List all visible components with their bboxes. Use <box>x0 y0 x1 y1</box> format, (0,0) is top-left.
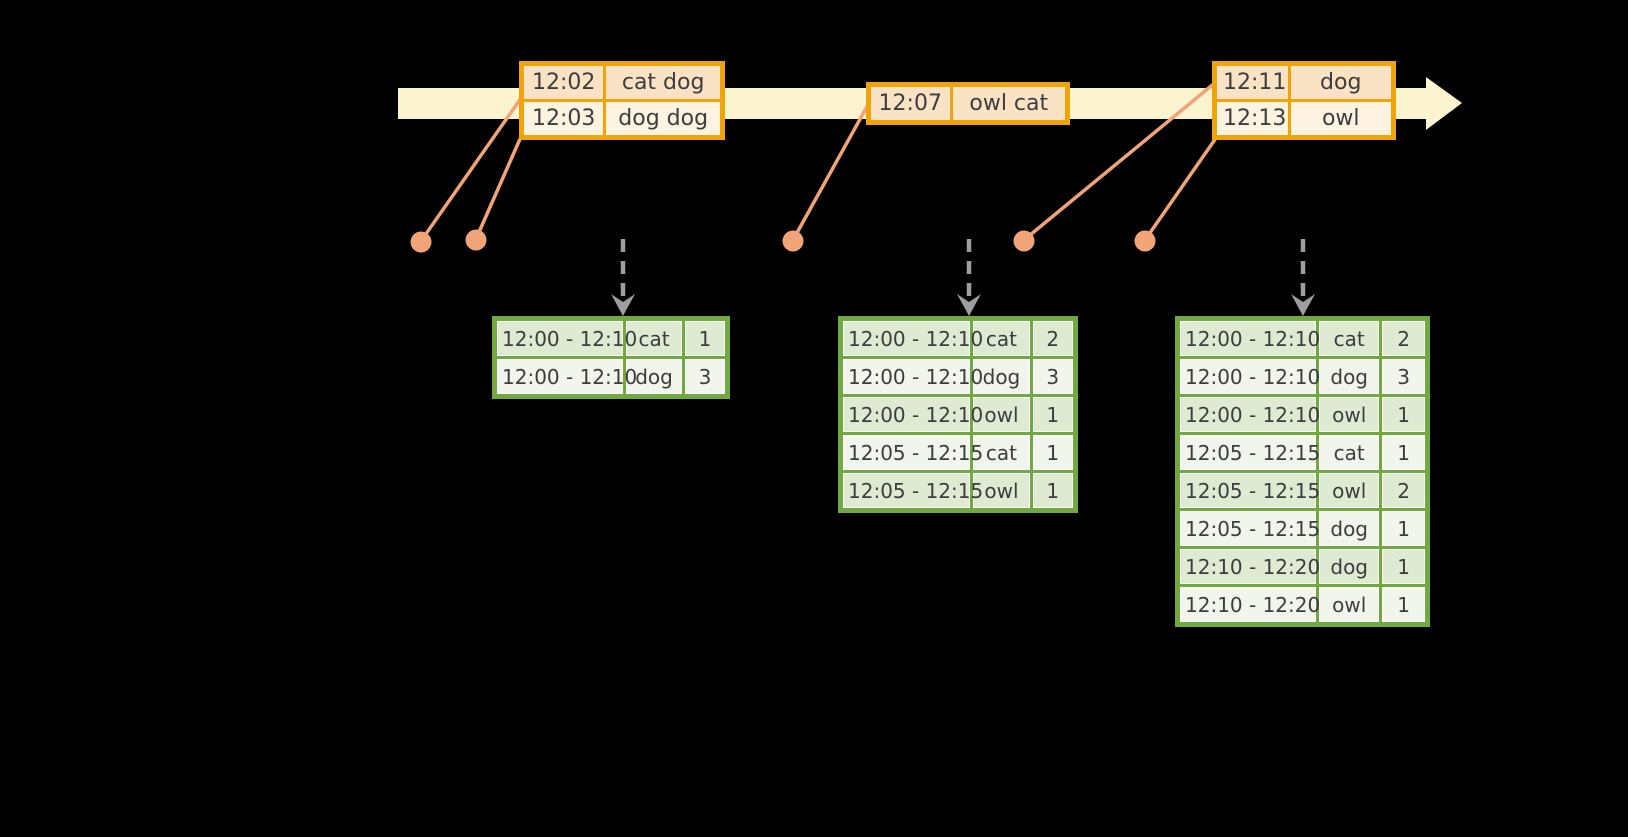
event-line <box>1143 137 1218 241</box>
word-cell: cat <box>1319 321 1380 356</box>
window-cell: 12:10 - 12:20 <box>1180 587 1320 622</box>
count-cell: 1 <box>1382 549 1425 584</box>
count-cell: 1 <box>1032 435 1073 470</box>
window-cell: 12:05 - 12:15 <box>1180 511 1320 546</box>
trigger-arrowhead-icon <box>611 294 635 316</box>
event-words-cell: owl cat <box>952 87 1065 120</box>
event-time-cell: 12:02 <box>524 66 604 99</box>
window-cell: 12:00 - 12:10 <box>843 359 983 394</box>
count-cell: 3 <box>1382 359 1425 394</box>
window-cell: 12:00 - 12:10 <box>497 321 637 356</box>
word-cell: dog <box>973 359 1030 394</box>
count-cell: 3 <box>684 359 725 394</box>
event-markers <box>410 229 1156 253</box>
event-time-cell: 12:07 <box>871 87 950 120</box>
window-cell: 12:10 - 12:20 <box>1180 549 1320 584</box>
word-cell: cat <box>626 321 682 356</box>
window-cell: 12:00 - 12:10 <box>1180 397 1320 432</box>
count-cell: 1 <box>1032 397 1073 432</box>
event-line <box>791 102 871 241</box>
event-marker-dot <box>782 230 804 252</box>
word-cell: owl <box>973 473 1030 508</box>
window-cell: 12:00 - 12:10 <box>497 359 637 394</box>
event-leader-lines <box>419 80 1218 243</box>
count-cell: 1 <box>1382 511 1425 546</box>
window-cell: 12:05 - 12:15 <box>843 473 983 508</box>
event-words-cell: owl <box>1290 102 1391 135</box>
timeline-arrowhead-icon <box>1426 77 1462 130</box>
count-cell: 2 <box>1032 321 1073 356</box>
window-cell: 12:05 - 12:15 <box>1180 435 1320 470</box>
count-cell: 1 <box>1032 473 1073 508</box>
word-cell: dog <box>1319 511 1380 546</box>
word-cell: owl <box>1319 397 1380 432</box>
count-cell: 1 <box>1382 435 1425 470</box>
event-time-cell: 12:13 <box>1217 102 1288 135</box>
window-cell: 12:00 - 12:10 <box>843 321 983 356</box>
count-cell: 1 <box>1382 397 1425 432</box>
event-time-cell: 12:03 <box>524 102 604 135</box>
count-cell: 1 <box>684 321 725 356</box>
count-cell: 2 <box>1382 473 1425 508</box>
word-cell: dog <box>1319 549 1380 584</box>
count-cell: 2 <box>1382 321 1425 356</box>
word-cell: dog <box>626 359 682 394</box>
window-cell: 12:00 - 12:10 <box>1180 359 1320 394</box>
word-cell: owl <box>973 397 1030 432</box>
window-cell: 12:05 - 12:15 <box>843 435 983 470</box>
event-marker-dot <box>465 229 487 251</box>
trigger-arrowhead-icon <box>1291 294 1315 316</box>
trigger-arrows <box>620 239 1306 297</box>
event-marker-dot <box>1013 230 1035 252</box>
word-cell: cat <box>973 321 1030 356</box>
window-cell: 12:00 - 12:10 <box>843 397 983 432</box>
event-words-cell: dog dog <box>606 102 720 135</box>
event-words-cell: dog <box>1290 66 1391 99</box>
trigger-arrowhead-icon <box>957 294 981 316</box>
window-cell: 12:00 - 12:10 <box>1180 321 1320 356</box>
event-marker-dot <box>1134 230 1156 252</box>
event-time-cell: 12:11 <box>1217 66 1288 99</box>
word-cell: cat <box>1319 435 1380 470</box>
word-cell: owl <box>1319 587 1380 622</box>
event-line <box>474 138 522 240</box>
word-cell: owl <box>1319 473 1380 508</box>
count-cell: 3 <box>1032 359 1073 394</box>
count-cell: 1 <box>1382 587 1425 622</box>
event-words-cell: cat dog <box>606 66 720 99</box>
event-line <box>419 89 528 243</box>
window-cell: 12:05 - 12:15 <box>1180 473 1320 508</box>
event-marker-dot <box>410 231 432 253</box>
word-cell: dog <box>1319 359 1380 394</box>
word-cell: cat <box>973 435 1030 470</box>
trigger-arrowheads <box>611 294 1315 316</box>
event-line <box>1022 80 1218 242</box>
